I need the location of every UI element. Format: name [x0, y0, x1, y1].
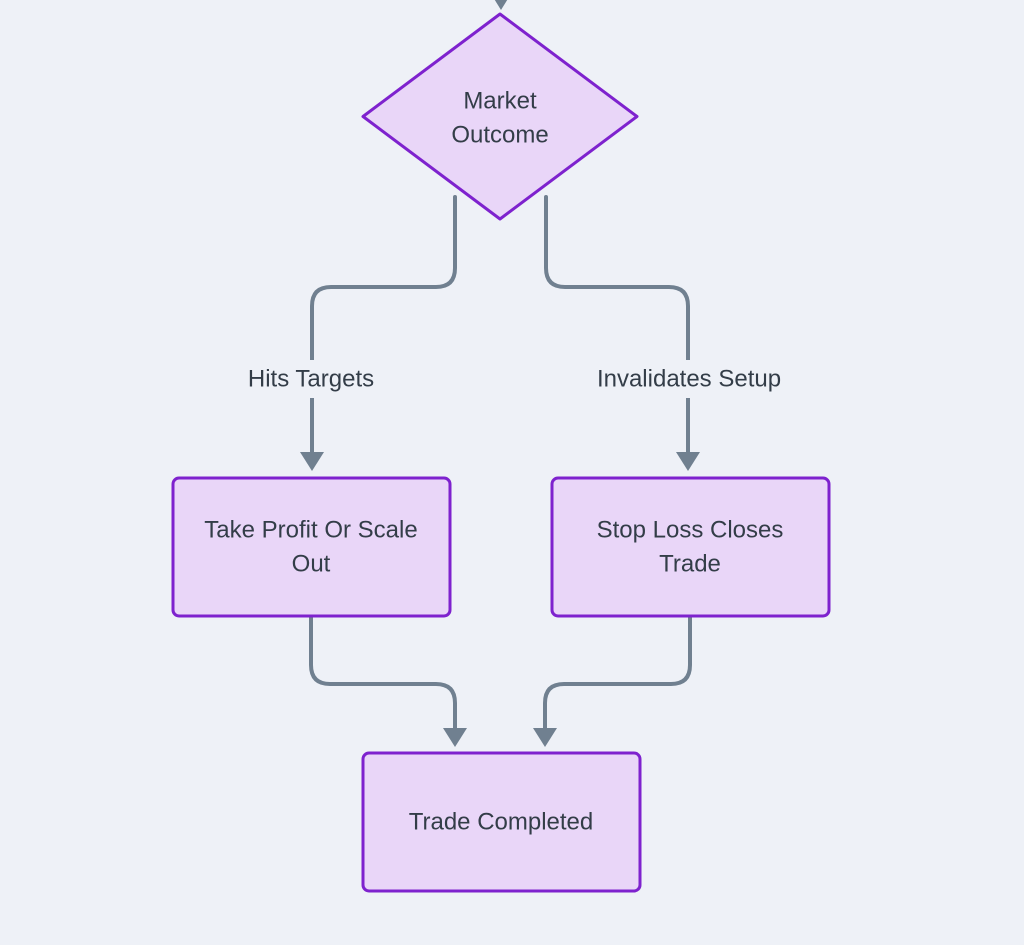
edge-market-outcome-to-stop-loss	[544, 195, 690, 454]
rect-shape	[361, 751, 642, 893]
edge-take-profit-to-trade-completed	[309, 615, 457, 730]
arrowhead-into-market-outcome	[494, 0, 508, 10]
edge-label-layer: Hits Targets Invalidates Setup	[238, 360, 792, 398]
node-stop-loss-label-line2: Trade	[659, 551, 721, 578]
node-market-outcome: Market Outcome	[361, 12, 639, 221]
rect-shape	[171, 476, 452, 618]
node-trade-completed: Trade Completed	[361, 751, 642, 893]
node-trade-completed-label: Trade Completed	[409, 809, 594, 836]
node-layer: Market Outcome Take Profit Or Scale Out …	[171, 12, 831, 893]
node-stop-loss-label-line1: Stop Loss Closes	[597, 517, 784, 544]
diamond-shape	[361, 12, 639, 221]
node-stop-loss: Stop Loss Closes Trade	[550, 476, 831, 618]
node-take-profit: Take Profit Or Scale Out	[171, 476, 452, 618]
edge-layer	[300, 0, 700, 747]
arrowhead-into-stop-loss	[676, 452, 700, 471]
edge-label-bg-hits-targets	[238, 360, 384, 398]
node-market-outcome-label-line2: Outcome	[451, 122, 548, 149]
arrowhead-into-take-profit	[300, 452, 324, 471]
node-take-profit-label-line1: Take Profit Or Scale	[204, 517, 417, 544]
arrowhead-into-trade-completed-right	[533, 728, 557, 747]
edge-label-hits-targets: Hits Targets	[248, 366, 374, 393]
edge-label-invalidates-setup: Invalidates Setup	[597, 366, 781, 393]
node-take-profit-label-line2: Out	[292, 551, 331, 578]
edge-market-outcome-to-take-profit	[310, 195, 457, 454]
arrowhead-into-trade-completed-left	[443, 728, 467, 747]
node-market-outcome-label-line1: Market	[463, 88, 537, 115]
edge-stop-loss-to-trade-completed	[543, 615, 692, 730]
rect-shape	[550, 476, 831, 618]
edge-label-bg-invalidates-setup	[586, 360, 792, 398]
